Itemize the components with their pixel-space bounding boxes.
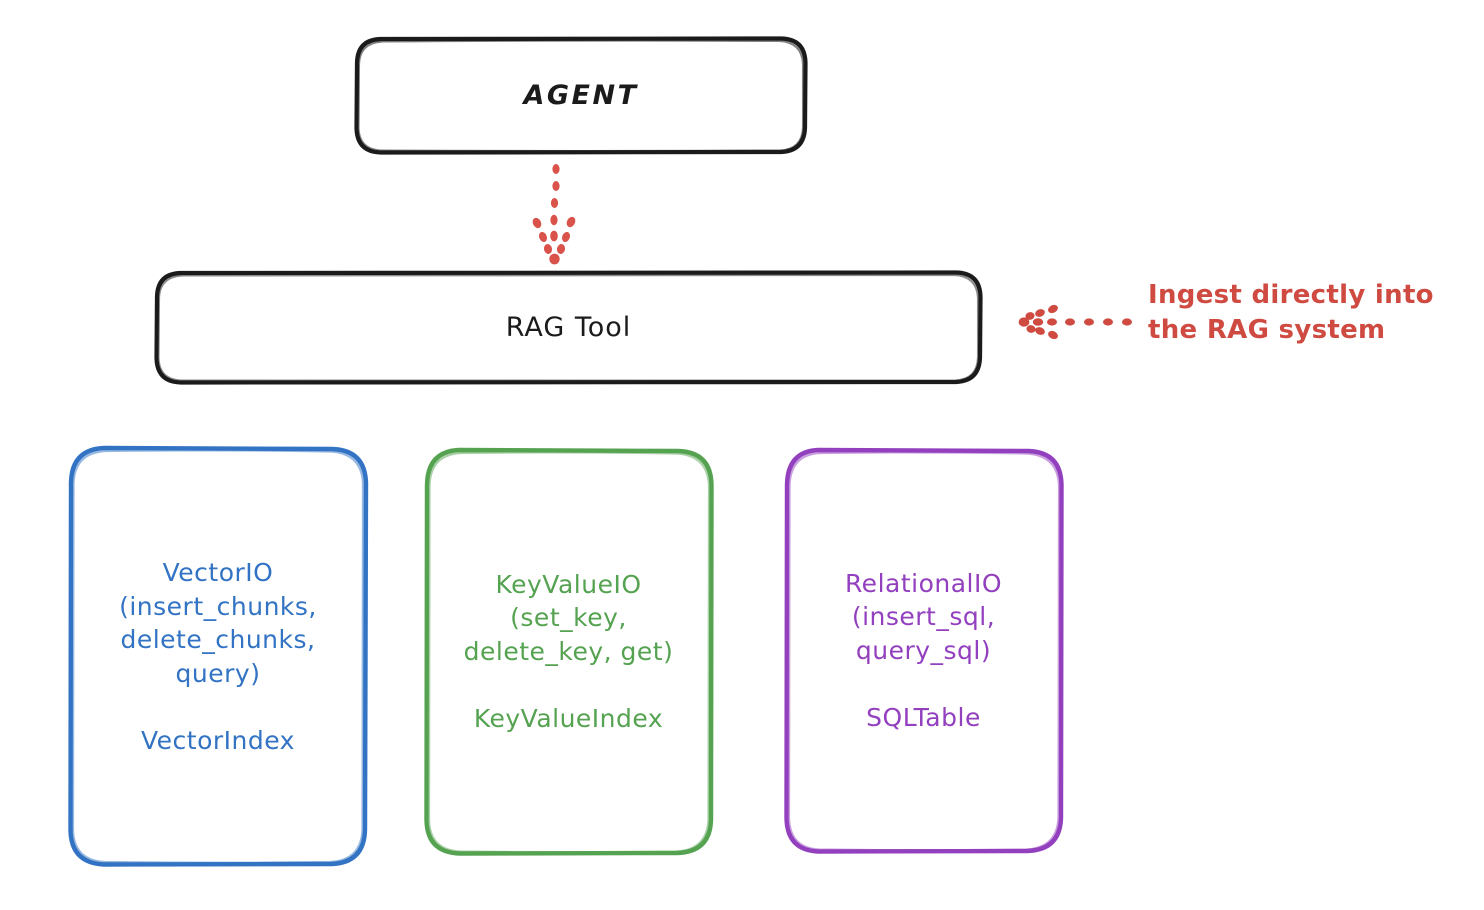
rag-tool-label: RAG Tool — [505, 311, 632, 343]
vector-io-label: VectorIO (insert_chunks, delete_chunks, … — [119, 558, 317, 755]
key-value-io-label: KeyValueIO (set_key, delete_key, get) Ke… — [463, 569, 674, 733]
rag-tool-node[interactable]: RAG Tool — [156, 272, 981, 383]
ingest-annotation-text: Ingest directly into the RAG system — [1148, 280, 1434, 345]
agent-node[interactable]: AGENT — [356, 38, 806, 153]
relational-io-label: RelationalIO (insert_sql, query_sql) SQL… — [844, 568, 1003, 732]
vector-io-node[interactable]: VectorIO (insert_chunks, delete_chunks, … — [70, 448, 366, 865]
key-value-io-node[interactable]: KeyValueIO (set_key, delete_key, get) Ke… — [426, 450, 711, 853]
relational-io-node[interactable]: RelationalIO (insert_sql, query_sql) SQL… — [786, 450, 1061, 851]
agent-to-rag-tool-connector — [532, 164, 576, 265]
ingest-to-rag-tool-connector — [1018, 304, 1132, 340]
agent-label: AGENT — [523, 79, 639, 111]
